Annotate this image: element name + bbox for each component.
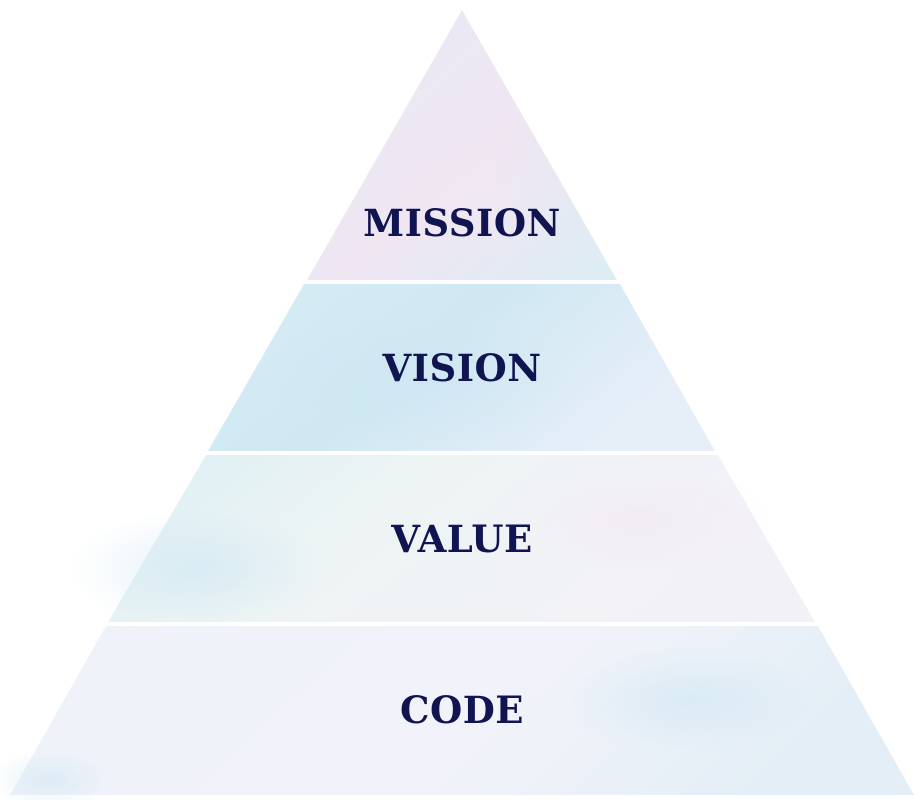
tier-code-shade-2 (0, 750, 110, 800)
tier-value-shade-2 (510, 465, 770, 575)
tier-mission-shade (390, 140, 570, 260)
tier-code-shade (560, 645, 820, 755)
tier-code: CODE (0, 626, 914, 800)
tier-value: VALUE (70, 455, 815, 630)
tier-vision-label: VISION (381, 346, 541, 390)
tier-code-label: CODE (400, 688, 524, 732)
tier-value-label: VALUE (390, 517, 533, 561)
tier-vision-shade (260, 310, 580, 450)
tier-mission-label: MISSION (363, 201, 561, 245)
tier-value-shade (70, 510, 330, 630)
tier-vision: VISION (208, 284, 715, 451)
tier-mission: MISSION (307, 10, 617, 280)
